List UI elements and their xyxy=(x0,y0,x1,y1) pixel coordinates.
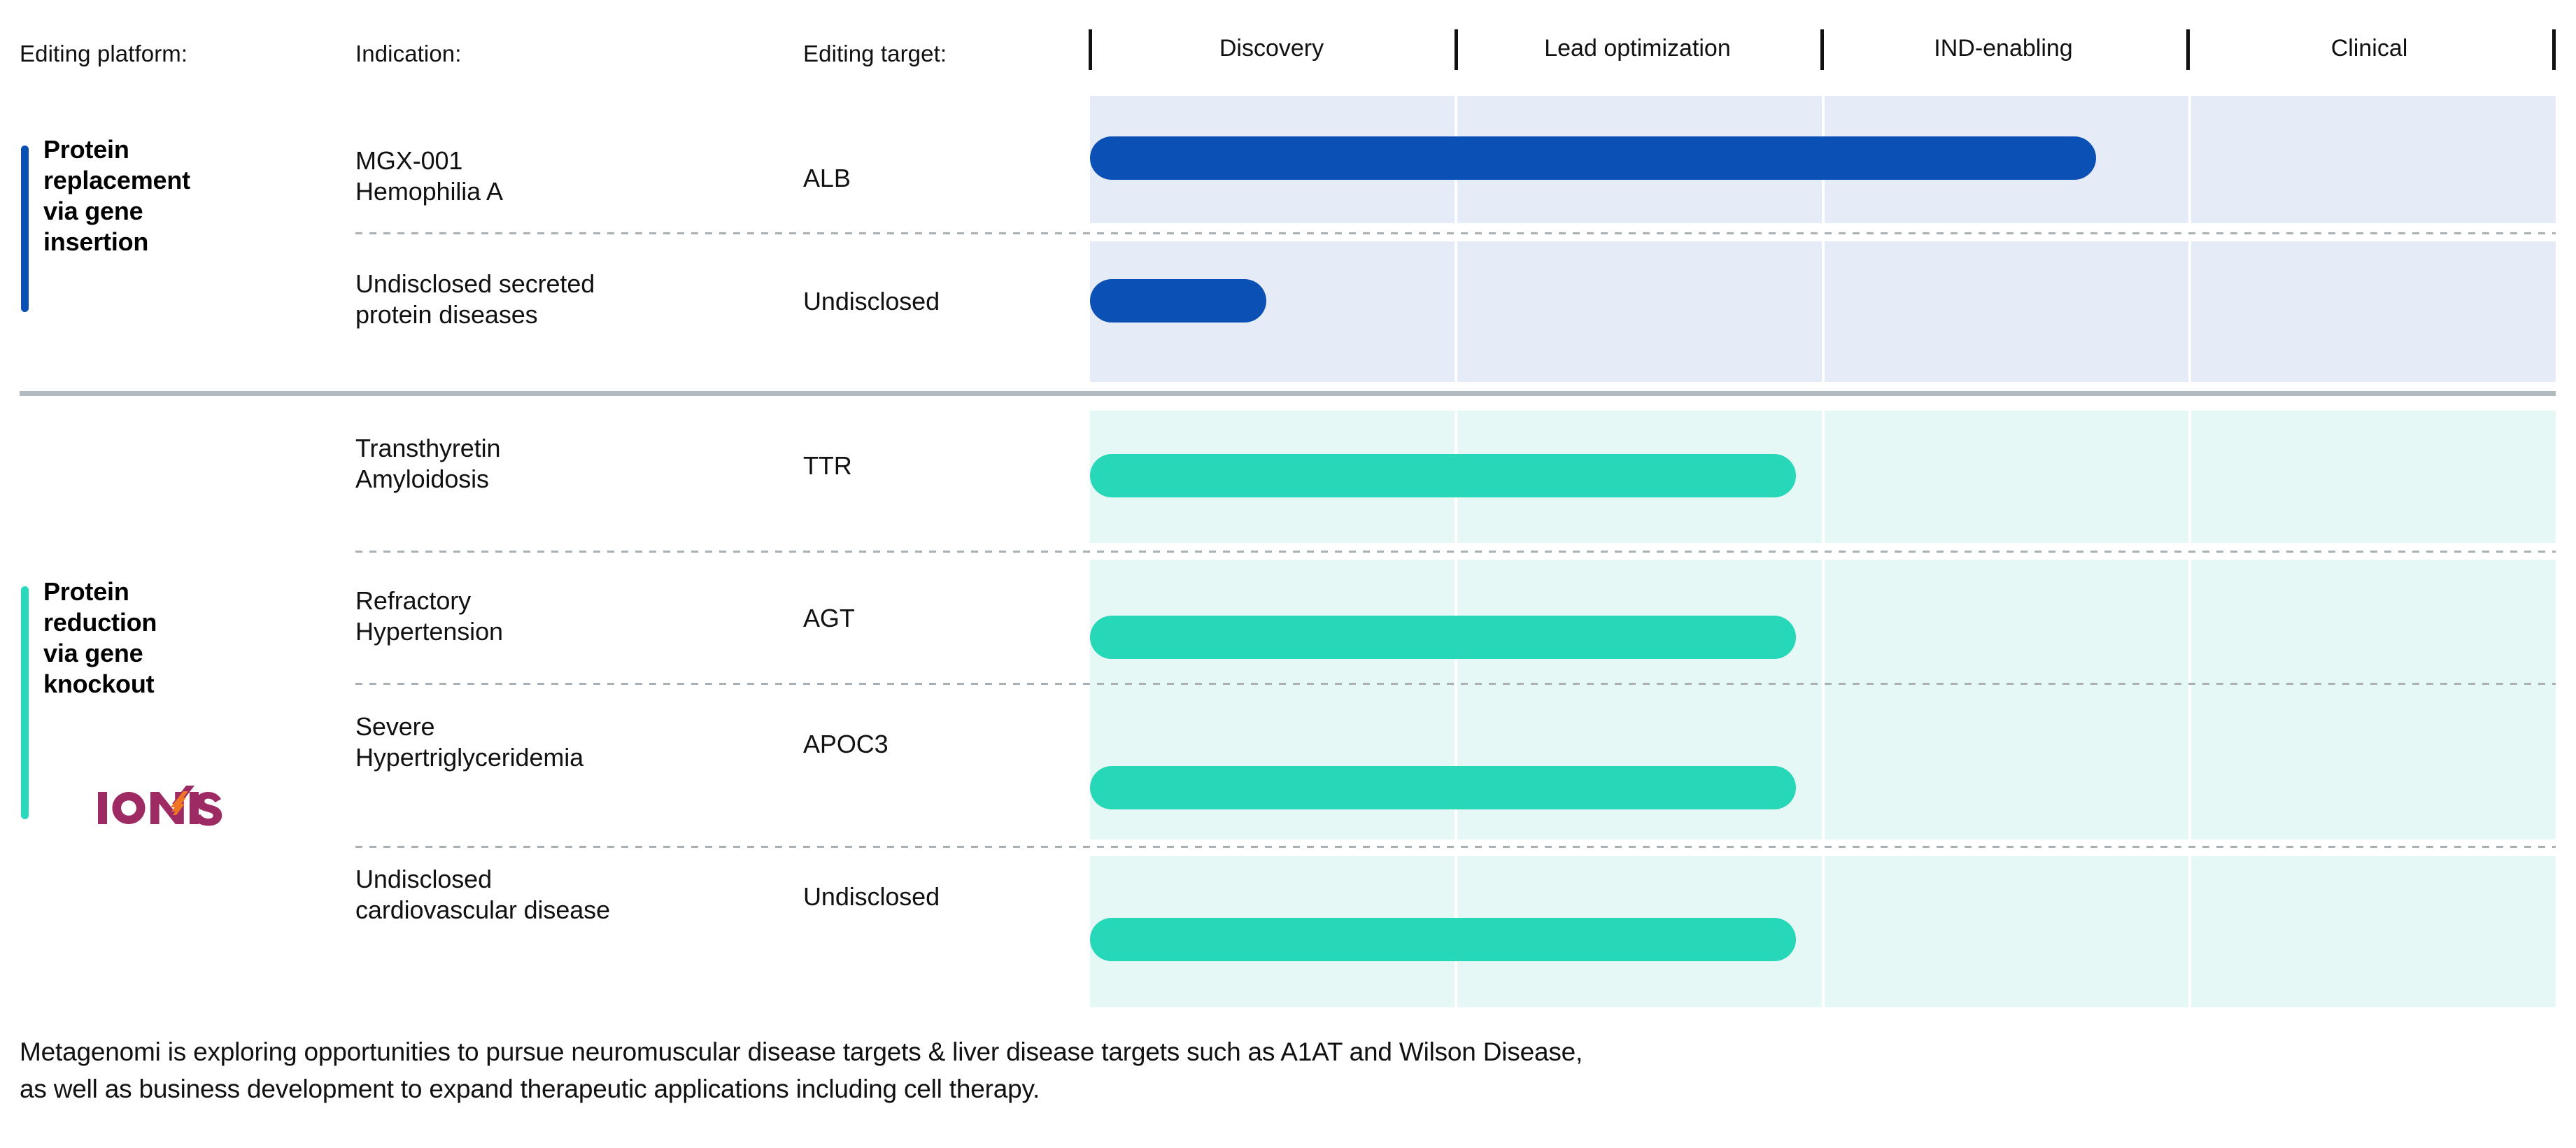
band-cell-clinical xyxy=(2191,411,2556,543)
phase-label-clinical: Clinical xyxy=(2330,35,2408,62)
band-cell-clinical xyxy=(2191,241,2556,382)
row-separator-dotted xyxy=(355,683,2556,685)
indication-refractory-hypertension: Refractory Hypertension xyxy=(355,586,775,647)
ionis-logo-icon xyxy=(98,786,222,826)
indication-line2: Hypertension xyxy=(355,616,503,646)
progress-bar-agt xyxy=(1090,616,1796,659)
indication-undisclosed-secreted: Undisclosed secreted protein diseases xyxy=(355,269,775,330)
indication-line1: MGX-001 xyxy=(355,146,463,175)
phase-label-lead-optimization: Lead optimization xyxy=(1544,35,1731,62)
section-separator xyxy=(20,391,2556,396)
footnote-line2: as well as business development to expan… xyxy=(20,1074,1040,1103)
band-cell-ind-enabling xyxy=(1824,241,2189,382)
progress-bar-alb xyxy=(1090,136,2096,180)
indication-line1: Transthyretin xyxy=(355,434,501,462)
platform-title-line4: insertion xyxy=(43,227,149,256)
footnote-line1: Metagenomi is exploring opportunities to… xyxy=(20,1037,1583,1066)
band-cell-ind-enabling xyxy=(1824,856,2189,1007)
row-separator-dotted xyxy=(355,846,2556,848)
phase-tick-start xyxy=(1089,29,1092,70)
plot-area-protein-reduction xyxy=(1090,411,2556,1007)
band-cell-clinical xyxy=(2191,856,2556,1007)
phase-label-ind-enabling: IND-enabling xyxy=(1934,35,2073,62)
row-separator-dotted xyxy=(355,551,2556,553)
progress-bar-ttr xyxy=(1090,454,1796,497)
row-separator-dotted xyxy=(355,232,2556,234)
platform-title-line2: reduction xyxy=(43,607,157,637)
indication-line1: Undisclosed secreted xyxy=(355,269,595,298)
progress-bar-undisclosed-cv xyxy=(1090,918,1796,961)
target-apoc3: APOC3 xyxy=(803,730,889,758)
progress-bar-undisclosed-secreted xyxy=(1090,279,1266,323)
row-band-apoc3 xyxy=(1090,692,2556,839)
section-protein-reduction: Protein reduction via gene knockout Tran… xyxy=(0,406,2576,1007)
platform-title-line2: replacement xyxy=(43,165,190,194)
platform-title-line4: knockout xyxy=(43,669,155,698)
platform-title-line3: via gene xyxy=(43,638,143,667)
band-cell-ind-enabling xyxy=(1824,692,2189,839)
indication-undisclosed-cardiovascular: Undisclosed cardiovascular disease xyxy=(355,864,775,926)
platform-title-protein-replacement: Protein replacement via gene insertion xyxy=(43,134,323,257)
band-cell-clinical xyxy=(2191,560,2556,692)
indication-line2: Hemophilia A xyxy=(355,176,503,206)
band-cell-lead-optimization xyxy=(1457,692,1822,839)
indication-severe-hypertriglyceridemia: Severe Hypertriglyceridemia xyxy=(355,711,775,773)
band-cell-discovery xyxy=(1090,692,1455,839)
section-protein-replacement: Protein replacement via gene insertion M… xyxy=(0,91,2576,385)
indication-line2: protein diseases xyxy=(355,299,538,329)
indication-line1: Severe xyxy=(355,712,435,741)
phase-tick-1 xyxy=(1455,29,1458,70)
ionis-logo xyxy=(97,785,222,831)
phase-tick-end xyxy=(2552,29,2556,70)
phase-tick-2 xyxy=(1820,29,1824,70)
row-band-mgx001 xyxy=(1090,96,2556,223)
band-cell-lead-optimization xyxy=(1457,241,1822,382)
platform-title-line1: Protein xyxy=(43,577,129,606)
indication-line2: cardiovascular disease xyxy=(355,895,610,924)
platform-title-line3: via gene xyxy=(43,196,143,225)
ionis-wing-accent xyxy=(171,786,194,815)
target-undisclosed-1: Undisclosed xyxy=(803,287,940,316)
platform-title-line1: Protein xyxy=(43,135,129,164)
platform-accent-bar-blue xyxy=(21,146,29,312)
band-cell-clinical xyxy=(2191,96,2556,223)
chart-header: Editing platform: Indication: Editing ta… xyxy=(0,0,2576,83)
phase-tick-3 xyxy=(2186,29,2190,70)
platform-accent-bar-teal xyxy=(21,586,29,819)
target-alb: ALB xyxy=(803,164,851,192)
indication-line2: Amyloidosis xyxy=(355,464,489,493)
band-cell-clinical xyxy=(2191,692,2556,839)
indication-line1: Refractory xyxy=(355,586,472,615)
column-header-indication: Indication: xyxy=(355,41,462,66)
row-band-undisclosed-cv xyxy=(1090,856,2556,1007)
indication-line1: Undisclosed xyxy=(355,865,493,893)
plot-area-protein-replacement xyxy=(1090,96,2556,382)
indication-transthyretin-amyloidosis: Transthyretin Amyloidosis xyxy=(355,433,775,495)
column-header-editing-platform: Editing platform: xyxy=(20,41,188,66)
column-header-editing-target: Editing target: xyxy=(803,41,947,66)
target-ttr: TTR xyxy=(803,451,852,480)
band-cell-ind-enabling xyxy=(1824,411,2189,543)
progress-bar-apoc3 xyxy=(1090,766,1796,809)
footnote: Metagenomi is exploring opportunities to… xyxy=(20,1034,2468,1107)
phase-label-discovery: Discovery xyxy=(1219,35,1324,62)
indication-mgx-001: MGX-001 Hemophilia A xyxy=(355,146,775,207)
target-agt: AGT xyxy=(803,604,855,632)
platform-title-protein-reduction: Protein reduction via gene knockout xyxy=(43,576,323,700)
target-undisclosed-2: Undisclosed xyxy=(803,882,940,911)
row-band-ttr xyxy=(1090,411,2556,543)
band-cell-ind-enabling xyxy=(1824,560,2189,692)
indication-line2: Hypertriglyceridemia xyxy=(355,742,584,772)
